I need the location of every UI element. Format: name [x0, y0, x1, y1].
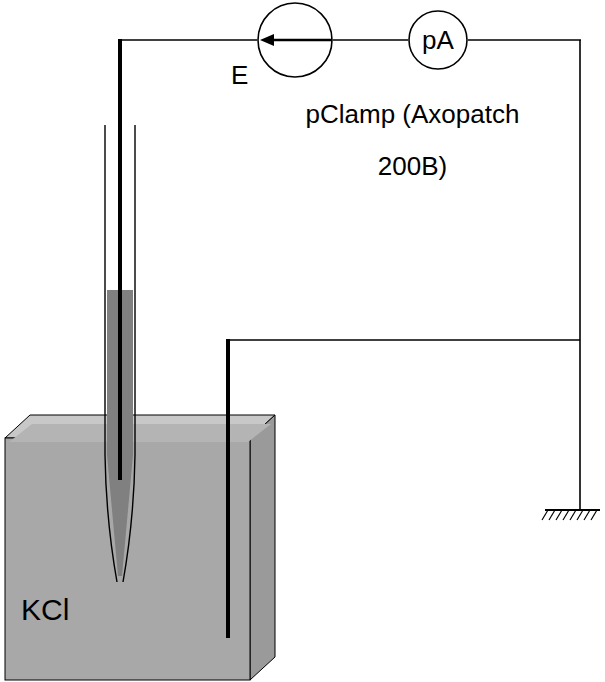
wire	[468, 39, 581, 41]
wire	[579, 40, 581, 510]
wire	[228, 339, 580, 341]
wire	[120, 39, 257, 41]
wire-connector	[333, 39, 408, 41]
kcl-bath-outline	[3, 413, 277, 682]
ammeter-label: pA	[422, 27, 454, 53]
ammeter-circle: pA	[408, 10, 468, 70]
voltage-source-circle-outline	[257, 2, 333, 78]
ground-symbol	[545, 509, 600, 511]
instrument-label: pClamp (Axopatch 200B)	[305, 88, 520, 192]
ground-hatch	[542, 510, 597, 520]
voltage-label: E	[231, 62, 248, 88]
kcl-bath: KCl	[3, 413, 277, 682]
voltage-source-circle: E	[257, 2, 333, 78]
solution-label: KCl	[21, 595, 69, 625]
